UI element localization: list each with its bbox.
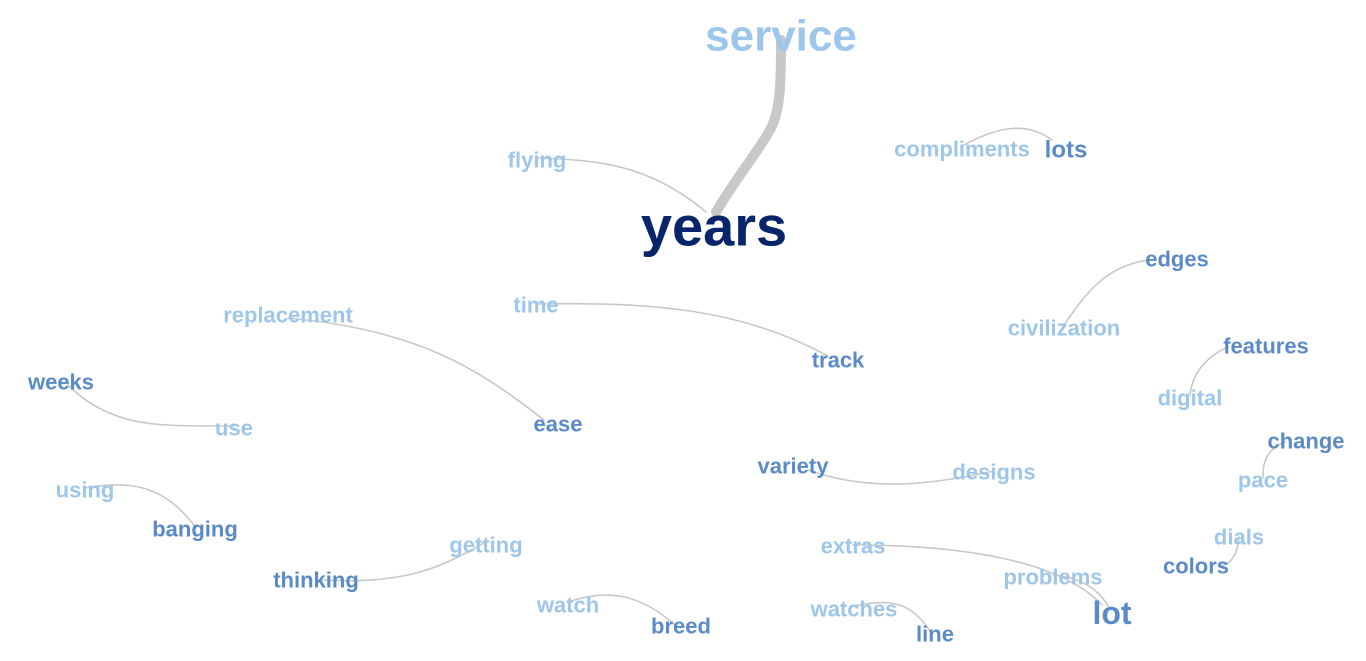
link-using-banging bbox=[84, 484, 197, 529]
link-time-track bbox=[535, 302, 829, 357]
word-digital: digital bbox=[1158, 386, 1223, 411]
word-dials: dials bbox=[1214, 525, 1264, 550]
word-flying: flying bbox=[508, 148, 567, 173]
word-service: service bbox=[705, 12, 857, 61]
link-watch-breed bbox=[567, 594, 675, 625]
word-features: features bbox=[1223, 334, 1309, 359]
link-getting-thinking bbox=[321, 541, 487, 582]
word-pace: pace bbox=[1238, 468, 1288, 493]
word-thinking: thinking bbox=[273, 568, 359, 593]
link-extras-lot bbox=[852, 544, 1103, 606]
word-change: change bbox=[1267, 429, 1344, 454]
link-layer bbox=[67, 35, 1286, 634]
link-designs-variety bbox=[807, 469, 995, 485]
word-track: track bbox=[812, 348, 865, 373]
word-getting: getting bbox=[449, 533, 522, 558]
word-using: using bbox=[56, 478, 115, 503]
word-replacement: replacement bbox=[223, 303, 353, 328]
link-service-years bbox=[711, 35, 786, 217]
word-lot: lot bbox=[1092, 595, 1131, 631]
word-watches: watches bbox=[810, 597, 898, 622]
word-lots: lots bbox=[1045, 137, 1088, 164]
word-years: years bbox=[641, 195, 787, 258]
word-civilization: civilization bbox=[1008, 316, 1120, 341]
word-breed: breed bbox=[651, 614, 711, 639]
word-extras: extras bbox=[821, 534, 886, 559]
word-weeks: weeks bbox=[27, 370, 94, 395]
word-edges: edges bbox=[1145, 247, 1209, 272]
word-colors: colors bbox=[1163, 554, 1229, 579]
word-line: line bbox=[916, 622, 954, 647]
link-use-weeks bbox=[67, 384, 235, 427]
link-civilization-edges bbox=[1063, 259, 1151, 326]
link-watches-line bbox=[853, 601, 932, 634]
word-designs: designs bbox=[952, 460, 1035, 485]
word-layer: service years flying compliments lots edges ci… bbox=[27, 12, 1345, 647]
word-variety: variety bbox=[758, 454, 830, 479]
word-use: use bbox=[215, 416, 253, 441]
word-compliments: compliments bbox=[894, 137, 1030, 162]
link-pace-change bbox=[1262, 441, 1286, 479]
word-ease: ease bbox=[534, 412, 583, 437]
word-problems: problems bbox=[1003, 565, 1102, 590]
word-time: time bbox=[513, 293, 558, 318]
link-problems-lot bbox=[1052, 574, 1109, 607]
word-banging: banging bbox=[152, 517, 238, 542]
link-dials-colors bbox=[1217, 536, 1240, 567]
link-flying-years bbox=[536, 157, 707, 213]
link-replacement-ease bbox=[287, 317, 545, 421]
word-watch: watch bbox=[536, 593, 599, 618]
link-digital-features bbox=[1189, 346, 1229, 396]
link-compliments-lots bbox=[961, 127, 1053, 147]
